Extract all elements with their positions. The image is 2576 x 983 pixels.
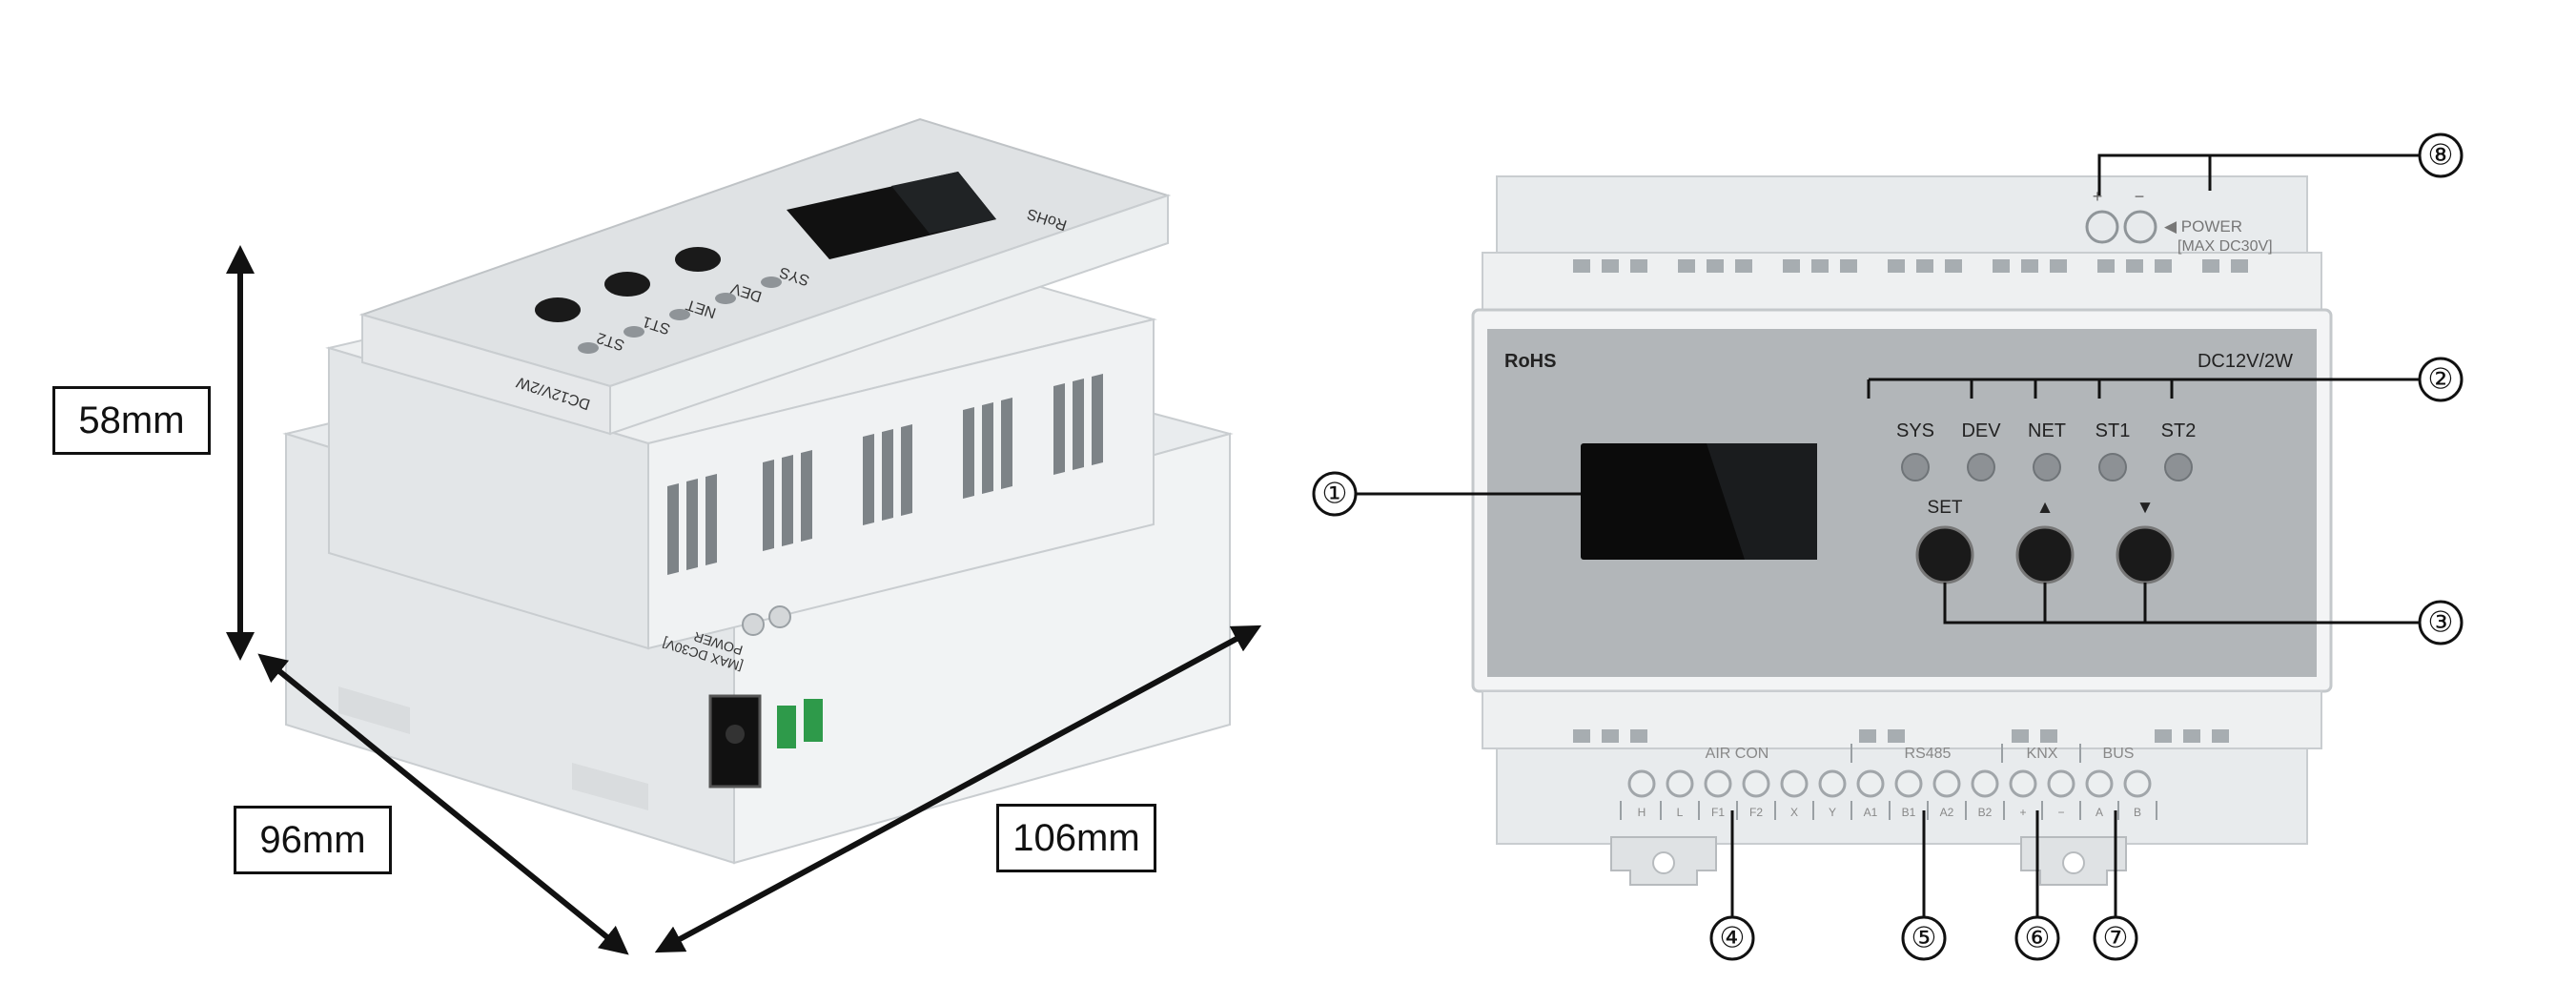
callout-4: ④ (1720, 923, 1746, 954)
callout-circles (1312, 133, 2464, 961)
led-label-sys: SYS (1896, 420, 1934, 441)
led-label-net: NET (2028, 420, 2066, 441)
terminal-group-knx: KNX (2027, 746, 2058, 762)
front-device (1471, 175, 2333, 886)
terminal-label: + (2019, 806, 2026, 819)
callout-5: ⑤ (1912, 923, 1937, 954)
power-label: ◀ POWER (2164, 217, 2242, 236)
brand-label: RoHS (1504, 351, 1556, 372)
rating-label: DC12V/2W (2198, 351, 2293, 372)
width-dimension-label: 96mm (234, 806, 392, 874)
led-label-st2: ST2 (2161, 420, 2197, 441)
height-dimension-label: 58mm (52, 386, 211, 455)
length-arrow (654, 625, 1262, 953)
terminal-label: A (2096, 806, 2103, 819)
callout-6: ⑥ (2025, 923, 2051, 954)
callout-8: ⑧ (2428, 140, 2454, 172)
leader-lines (1356, 154, 2420, 917)
terminal-label: F1 (1711, 806, 1725, 819)
led-label-dev: DEV (1961, 420, 2001, 441)
terminal-label: A2 (1940, 806, 1954, 819)
power-minus-label: − (2135, 187, 2145, 206)
isometric-device (282, 117, 1234, 865)
button-label-up: ▲ (2036, 498, 2055, 518)
dimension-arrows (226, 245, 1262, 955)
width-arrow (257, 653, 629, 955)
callout-2: ② (2428, 364, 2454, 396)
terminal-group-rs485: RS485 (1905, 746, 1952, 762)
callout-3: ③ (2428, 607, 2454, 639)
terminal-label: B (2134, 806, 2141, 819)
terminal-label: B2 (1978, 806, 1993, 819)
terminal-label: Y (1829, 806, 1836, 819)
terminal-label: X (1790, 806, 1798, 819)
callout-7: ⑦ (2103, 923, 2129, 954)
button-label-down: ▼ (2136, 498, 2155, 518)
terminal-label: L (1677, 806, 1684, 819)
terminal-label: − (2057, 806, 2064, 819)
terminal-group-aircon: AIR CON (1706, 746, 1769, 762)
power-plus-label: + (2093, 187, 2103, 206)
terminal-label: B1 (1902, 806, 1916, 819)
terminal-label: F2 (1749, 806, 1763, 819)
terminal-group-bus: BUS (2103, 746, 2135, 762)
terminal-label: A1 (1864, 806, 1878, 819)
callout-1: ① (1322, 479, 1348, 510)
led-label-st1: ST1 (2096, 420, 2131, 441)
power-max-label: [MAX DC30V] (2177, 238, 2273, 255)
terminal-label: H (1638, 806, 1646, 819)
length-dimension-label: 106mm (996, 804, 1156, 872)
button-label-set: SET (1928, 498, 1963, 518)
